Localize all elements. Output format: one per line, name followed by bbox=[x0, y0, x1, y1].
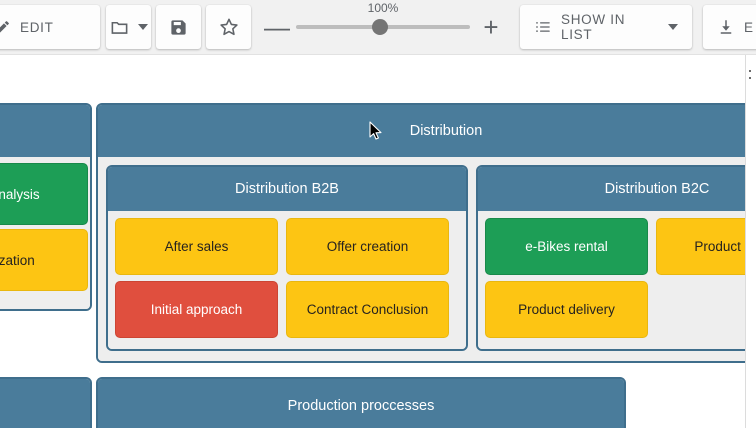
export-button-label: E bbox=[744, 19, 754, 35]
show-in-list-dropdown[interactable]: SHOW IN LIST bbox=[520, 5, 692, 49]
panel-bullet-icon bbox=[749, 70, 751, 72]
zoom-level-label: 100% bbox=[367, 1, 399, 15]
list-icon bbox=[534, 18, 552, 36]
save-icon bbox=[169, 18, 188, 37]
edit-button-label: EDIT bbox=[20, 19, 54, 35]
zoom-control: — 100% + bbox=[258, 1, 508, 49]
save-button[interactable] bbox=[156, 5, 201, 49]
process-node-left-partial[interactable]: ent analysis ganization bbox=[0, 103, 92, 311]
pencil-icon bbox=[0, 19, 11, 36]
leaf-card[interactable]: Product delivery bbox=[485, 281, 648, 338]
process-node-distribution-b2b[interactable]: Distribution B2B After sales Offer creat… bbox=[106, 165, 468, 351]
star-icon bbox=[218, 16, 240, 38]
process-node-distribution[interactable]: Distribution Distribution B2B After sale… bbox=[96, 103, 756, 363]
side-panel[interactable] bbox=[745, 55, 756, 428]
zoom-in-button[interactable]: + bbox=[483, 12, 499, 42]
node-title: Distribution B2B bbox=[108, 167, 466, 211]
leaf-card[interactable]: After sales bbox=[115, 218, 278, 275]
process-node-distribution-b2c[interactable]: Distribution B2C e-Bikes rental Product … bbox=[476, 165, 756, 351]
folder-icon bbox=[110, 18, 129, 37]
leaf-card[interactable]: ganization bbox=[0, 229, 88, 291]
chevron-down-icon[interactable] bbox=[668, 24, 678, 30]
node-body: ent analysis ganization bbox=[0, 157, 90, 309]
leaf-card[interactable]: Initial approach bbox=[115, 281, 278, 338]
leaf-card[interactable]: e-Bikes rental bbox=[485, 218, 648, 275]
node-body: Distribution B2B After sales Offer creat… bbox=[98, 157, 756, 361]
node-title: Distribution B2C bbox=[478, 167, 756, 211]
node-title bbox=[0, 379, 90, 428]
open-folder-button[interactable] bbox=[106, 5, 151, 49]
leaf-card[interactable]: ent analysis bbox=[0, 163, 88, 225]
export-button[interactable]: E bbox=[703, 5, 756, 49]
diagram-canvas[interactable]: ent analysis ganization Distribution Dis… bbox=[0, 55, 756, 428]
zoom-out-button[interactable]: — bbox=[264, 12, 290, 42]
leaf-card[interactable]: Product consu bbox=[656, 218, 756, 275]
download-icon bbox=[717, 18, 735, 36]
process-node-production[interactable]: Production proccesses bbox=[96, 377, 626, 428]
panel-bullet-icon bbox=[749, 77, 751, 79]
leaf-card[interactable]: Offer creation bbox=[286, 218, 449, 275]
node-body: e-Bikes rental Product consu Product del… bbox=[478, 211, 756, 349]
chevron-down-icon[interactable] bbox=[137, 24, 148, 30]
edit-button[interactable]: EDIT bbox=[0, 5, 100, 49]
node-body: After sales Offer creation Initial appro… bbox=[108, 211, 466, 349]
favorite-button[interactable] bbox=[206, 5, 251, 49]
process-node-bottom-left-partial[interactable] bbox=[0, 377, 92, 428]
zoom-slider-thumb[interactable] bbox=[371, 19, 388, 35]
node-title bbox=[0, 105, 90, 157]
node-title: Production proccesses bbox=[98, 379, 624, 428]
show-in-list-label: SHOW IN LIST bbox=[561, 12, 626, 42]
leaf-card[interactable]: Contract Conclusion bbox=[286, 281, 449, 338]
zoom-slider[interactable]: 100% bbox=[296, 1, 470, 49]
top-toolbar: EDIT — 100% + bbox=[0, 0, 756, 55]
node-title: Distribution bbox=[98, 105, 756, 157]
